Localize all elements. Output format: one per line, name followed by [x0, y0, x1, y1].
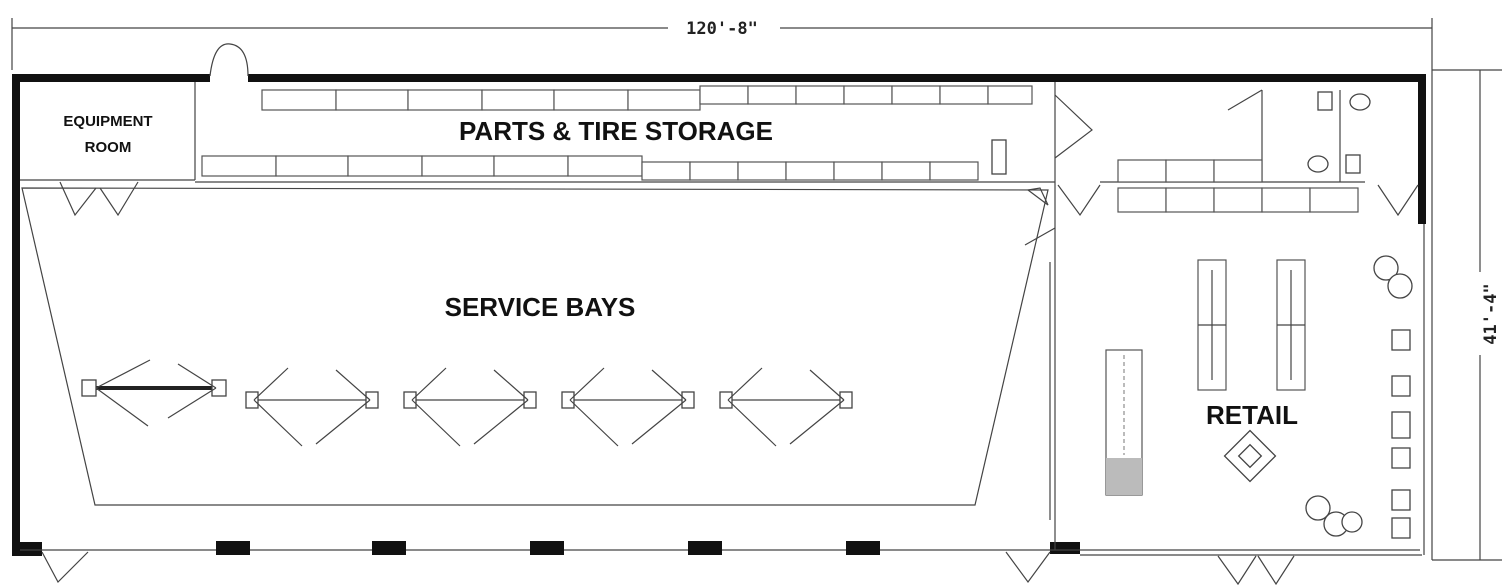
retail-area: RETAIL [1105, 159, 1413, 586]
service-lift-1 [81, 359, 227, 427]
parts-storage-label: PARTS & TIRE STORAGE [459, 116, 773, 146]
restroom-sink-icon [1345, 154, 1361, 174]
bay-door-3 [530, 541, 564, 555]
retail-counter-shelving [1117, 159, 1359, 213]
bay-door-2 [372, 541, 406, 555]
depth-dimension: 41'-4" [1432, 69, 1502, 561]
retail-label: RETAIL [1206, 400, 1298, 430]
toilet-icon [1349, 93, 1371, 111]
wall-display-units [1391, 329, 1411, 539]
parts-storage-area: PARTS & TIRE STORAGE [195, 82, 1093, 183]
bay-corner-door-right [1005, 551, 1051, 584]
storage-side-door [1054, 94, 1093, 159]
service-lift-5 [719, 367, 853, 447]
retail-display-rack-1 [1197, 259, 1227, 391]
service-bays-label: SERVICE BAYS [445, 292, 636, 322]
waiting-chairs-bottom [1305, 495, 1363, 537]
width-dimension-label: 120'-8" [686, 19, 758, 39]
storage-shelving-bottom [201, 155, 979, 181]
tire-display-rack [1105, 349, 1143, 496]
service-bays-area: SERVICE BAYS [21, 182, 1056, 584]
bay-doors [216, 541, 880, 555]
retail-kiosk [1223, 429, 1277, 483]
service-lift-4 [561, 367, 695, 447]
width-dimension: 120'-8" [11, 18, 1433, 560]
service-lift-2 [245, 367, 379, 447]
bay-door-1 [216, 541, 250, 555]
exterior-walls [12, 74, 1426, 556]
depth-dimension-label: 41'-4" [1481, 283, 1501, 344]
utility-sink [991, 139, 1007, 175]
toilet-icon [1307, 155, 1329, 173]
restroom-sink-icon [1317, 91, 1333, 111]
bay-door-5 [846, 541, 880, 555]
storage-shelving-top [261, 85, 1033, 111]
waiting-chairs-top [1373, 255, 1413, 299]
bay-door-4 [688, 541, 722, 555]
equipment-room: EQUIPMENT ROOM [20, 82, 196, 217]
top-entry-door [209, 43, 249, 77]
service-lift-3 [403, 367, 537, 447]
bay-corner-door-left [41, 551, 89, 583]
equipment-room-label-line2: ROOM [85, 139, 132, 156]
retail-entry-door [1217, 555, 1295, 586]
retail-display-rack-2 [1276, 259, 1306, 391]
equipment-room-label-line1: EQUIPMENT [63, 113, 152, 130]
